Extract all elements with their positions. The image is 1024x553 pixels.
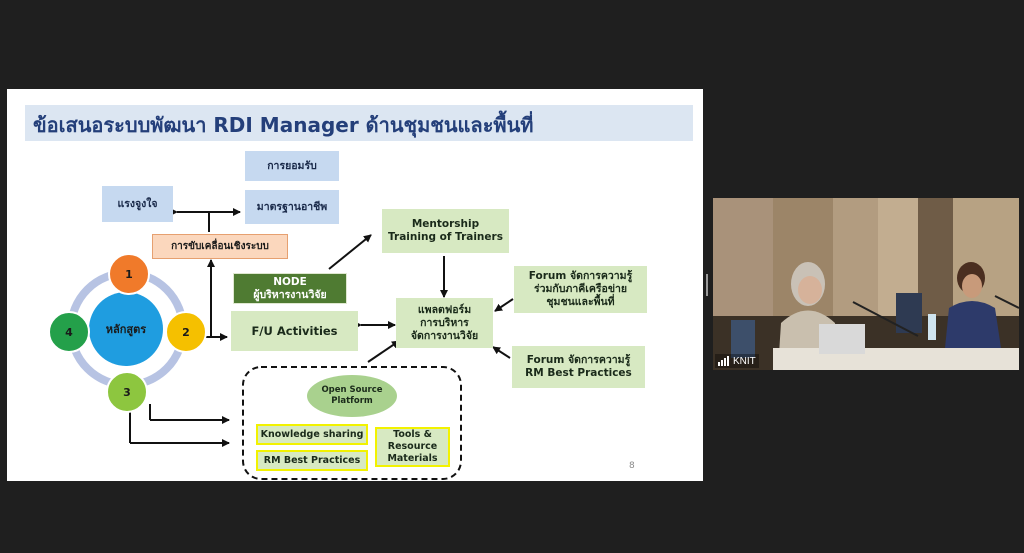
cycle-step-2: 2 — [165, 311, 207, 353]
open-source-label: Open Source Platform — [307, 382, 397, 410]
forum-network-box: Forum จัดการความรู้ ร่วมกับภาคีเครือข่าย… — [514, 266, 647, 313]
arrow-opensource-platform — [367, 340, 400, 363]
system-drive-box: การขับเคลื่อนเชิงระบบ — [152, 234, 288, 259]
node-box-line2: ผู้บริหารงานวิจัย — [253, 288, 327, 301]
arrow-forum1-platform — [494, 298, 514, 312]
forum2-line2: RM Best Practices — [525, 367, 632, 379]
mentorship-line2: Training of Trainers — [388, 231, 503, 243]
platform-line2: การบริหาร — [420, 316, 469, 329]
forum2-line1: Forum จัดการความรู้ — [526, 354, 631, 366]
dashed-container — [242, 366, 462, 480]
slide-page-number: 8 — [629, 461, 635, 471]
slide-title: ข้อเสนอระบบพัฒนา RDI Manager ด้านชุมชนแล… — [33, 113, 534, 137]
slide-title-bar — [25, 105, 693, 141]
participant-name: KNIT — [733, 355, 756, 367]
knowledge-sharing-box: Knowledge sharing — [256, 424, 368, 445]
mentorship-line1: Mentorship — [411, 218, 480, 230]
open-source-line1: Open Source — [321, 385, 383, 395]
participant-name-tag: KNIT — [715, 354, 759, 368]
signal-bars-icon — [718, 356, 729, 366]
arrow-node-mentorship — [328, 234, 372, 270]
resize-handle[interactable] — [706, 274, 708, 296]
open-source-ellipse — [307, 375, 397, 417]
mentorship-box: Mentorship Training of Trainers — [382, 209, 509, 253]
tools-materials-box: Tools & Resource Materials — [375, 427, 450, 467]
node-box: NODE ผู้บริหารงานวิจัย — [233, 273, 347, 304]
professional-standard-box: มาตรฐานอาชีพ — [245, 190, 339, 224]
cycle-step-4: 4 — [48, 311, 90, 353]
rm-best-practices-box: RM Best Practices — [256, 450, 368, 471]
video-frame — [713, 198, 1019, 370]
motivation-box: แรงจูงใจ — [102, 186, 173, 222]
open-source-line2: Platform — [331, 396, 373, 406]
tools-line3: Materials — [387, 453, 438, 464]
platform-line3: จัดการงานวิจัย — [410, 329, 479, 342]
shared-slide: ข้อเสนอระบบพัฒนา RDI Manager ด้านชุมชนแล… — [7, 89, 703, 481]
arrow-forum2-platform — [492, 346, 511, 359]
platform-box: แพลตฟอร์ม การบริหาร จัดการงานวิจัย — [396, 298, 493, 348]
forum-best-practices-box: Forum จัดการความรู้ RM Best Practices — [512, 346, 645, 388]
node-box-line1: NODE — [273, 275, 307, 288]
participant-video-tile[interactable]: KNIT — [713, 198, 1019, 370]
cycle-step-3: 3 — [106, 371, 148, 413]
curriculum-center-circle: หลักสูตร — [89, 292, 163, 366]
tools-line1: Tools & — [393, 429, 432, 440]
fu-activities-box: F/U Activities — [231, 311, 358, 351]
forum1-line2: ร่วมกับภาคีเครือข่าย — [533, 283, 628, 295]
forum1-line3: ชุมชนและพื้นที่ — [546, 296, 615, 308]
tools-line2: Resource — [387, 441, 438, 452]
platform-line1: แพลตฟอร์ม — [417, 303, 472, 316]
recognition-box: การยอมรับ — [245, 151, 339, 181]
forum1-line1: Forum จัดการความรู้ — [528, 270, 633, 282]
cycle-step-1: 1 — [108, 253, 150, 295]
